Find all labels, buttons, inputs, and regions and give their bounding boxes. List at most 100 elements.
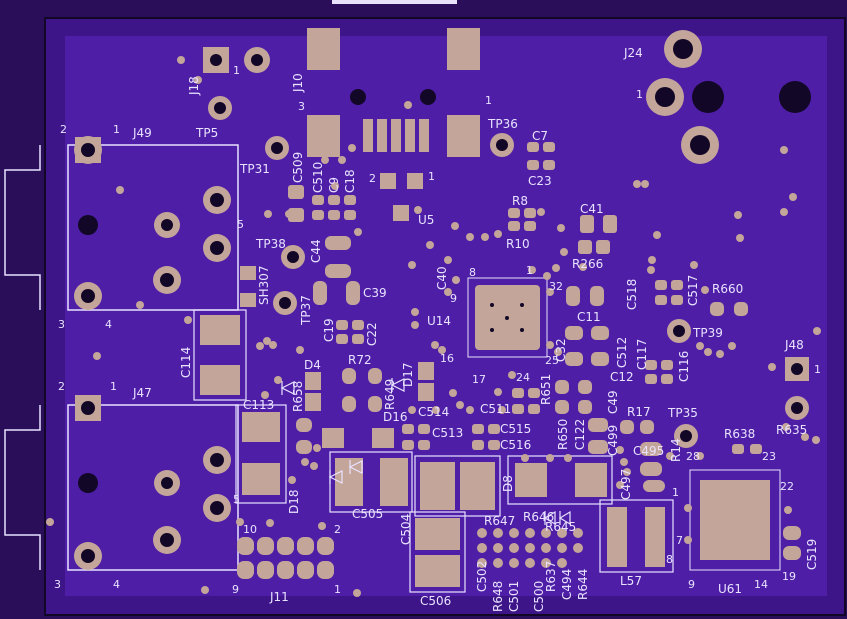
label-c514: C514 <box>418 405 449 419</box>
label-r648: R648 <box>491 581 505 612</box>
smd-large-pads <box>200 266 665 587</box>
pin-j49-2: 2 <box>60 123 67 136</box>
pin-j11-2: 2 <box>334 523 341 536</box>
label-c519: C519 <box>805 539 819 570</box>
label-c7: C7 <box>532 129 548 143</box>
label-r644: R644 <box>576 569 590 600</box>
label-r650: R650 <box>556 419 570 450</box>
u5-pads <box>380 173 423 221</box>
pin-j47-4: 4 <box>113 578 120 591</box>
pin-j47-5: 5 <box>233 493 240 506</box>
pin-j18-1: 1 <box>233 64 240 77</box>
pin-u14-25: 25 <box>545 354 559 367</box>
label-u61: U61 <box>718 582 742 596</box>
pin-u61-1: 1 <box>672 486 679 499</box>
j11-header <box>237 537 334 579</box>
label-c497: C497 <box>619 469 633 500</box>
label-tp38: TP38 <box>255 237 286 251</box>
label-c505: C505 <box>352 507 383 521</box>
label-c494: C494 <box>560 569 574 600</box>
label-c113: C113 <box>243 398 274 412</box>
label-r647: R647 <box>484 514 515 528</box>
label-tp39: TP39 <box>692 326 723 340</box>
pin-j24-1: 1 <box>636 88 643 101</box>
r647-area-pads <box>477 528 583 568</box>
label-r17: R17 <box>627 405 651 419</box>
label-c515: C515 <box>500 422 531 436</box>
label-c40: C40 <box>435 266 449 290</box>
label-c18: C18 <box>343 169 357 193</box>
pin-u61-8: 8 <box>666 553 673 566</box>
label-tp31: TP31 <box>239 162 270 176</box>
u61-chip <box>689 469 781 571</box>
label-r651: R651 <box>539 374 553 405</box>
label-c517: C517 <box>686 275 700 306</box>
label-c19: C19 <box>322 318 336 342</box>
pin-j47-3: 3 <box>54 578 61 591</box>
label-c11: C11 <box>577 310 601 324</box>
label-c9: C9 <box>327 177 341 193</box>
label-r649: R649 <box>383 379 397 410</box>
pin-u14-8: 8 <box>469 266 476 279</box>
pin-j11-1: 1 <box>334 583 341 596</box>
label-c510: C510 <box>311 162 325 193</box>
label-tp35: TP35 <box>667 406 698 420</box>
label-r658: R658 <box>291 381 305 412</box>
label-c512: C512 <box>615 337 629 368</box>
label-j10: J10 <box>291 73 305 93</box>
label-sh307: SH307 <box>257 265 271 305</box>
label-tp37: TP37 <box>299 295 313 326</box>
label-j47: J47 <box>132 386 152 400</box>
pin-j49-5: 5 <box>237 218 244 231</box>
label-j24: J24 <box>623 46 643 60</box>
silkscreen-labels: J18 J10 J24 TP5 TP36 J49 TP31 C509 C510 … <box>132 46 819 612</box>
label-c499: C499 <box>606 425 620 456</box>
label-r10: R10 <box>506 237 530 251</box>
j47-outline <box>4 404 239 571</box>
pin-u14-17: 17 <box>472 373 486 386</box>
label-c116: C116 <box>677 351 691 382</box>
pin-u61-23: 23 <box>762 450 776 463</box>
j49-outline <box>4 144 239 311</box>
label-r266: R266 <box>572 257 603 271</box>
label-c511: C511 <box>480 402 511 416</box>
pin-u61-7: 7 <box>676 534 683 547</box>
label-c506: C506 <box>420 594 451 608</box>
pin-u61-22: 22 <box>780 480 794 493</box>
pin-u61-28: 28 <box>686 450 700 463</box>
pin-j49-4: 4 <box>105 318 112 331</box>
pin-j48-1: 1 <box>814 363 821 376</box>
label-c509: C509 <box>291 152 305 183</box>
pin-u14-9: 9 <box>450 292 457 305</box>
label-c502: C502 <box>475 561 489 592</box>
pin-u5-2: 2 <box>369 172 376 185</box>
label-c516: C516 <box>500 438 531 452</box>
pin-u61-19: 19 <box>782 570 796 583</box>
pin-u14-1: 1 <box>526 264 533 277</box>
pin-j49-3: 3 <box>58 318 65 331</box>
label-c122: C122 <box>573 419 587 450</box>
label-d16: D16 <box>383 410 408 424</box>
label-l57: L57 <box>620 574 642 588</box>
label-c518: C518 <box>625 279 639 310</box>
vias <box>46 56 821 597</box>
label-j18: J18 <box>187 76 201 96</box>
label-r72: R72 <box>348 353 372 367</box>
label-d17: D17 <box>401 362 415 387</box>
pin-j49-1: 1 <box>113 123 120 136</box>
pin-j47-2: 2 <box>58 380 65 393</box>
label-r14: R14 <box>669 438 683 462</box>
label-c49: C49 <box>606 390 620 414</box>
label-r660: R660 <box>712 282 743 296</box>
label-c32: C32 <box>554 338 568 362</box>
u14-chip <box>467 277 548 358</box>
label-c44: C44 <box>309 239 323 263</box>
small-passive-pads <box>288 142 801 560</box>
label-c22: C22 <box>365 322 379 346</box>
label-c513: C513 <box>432 426 463 440</box>
pin-numbers: 1 1 3 1 2 1 5 3 4 2 1 1 8 9 16 17 24 25 … <box>54 64 821 596</box>
label-c114: C114 <box>179 347 193 378</box>
label-c117: C117 <box>635 339 649 370</box>
label-r646: R646 <box>523 510 554 524</box>
pin-j47-1: 1 <box>110 380 117 393</box>
